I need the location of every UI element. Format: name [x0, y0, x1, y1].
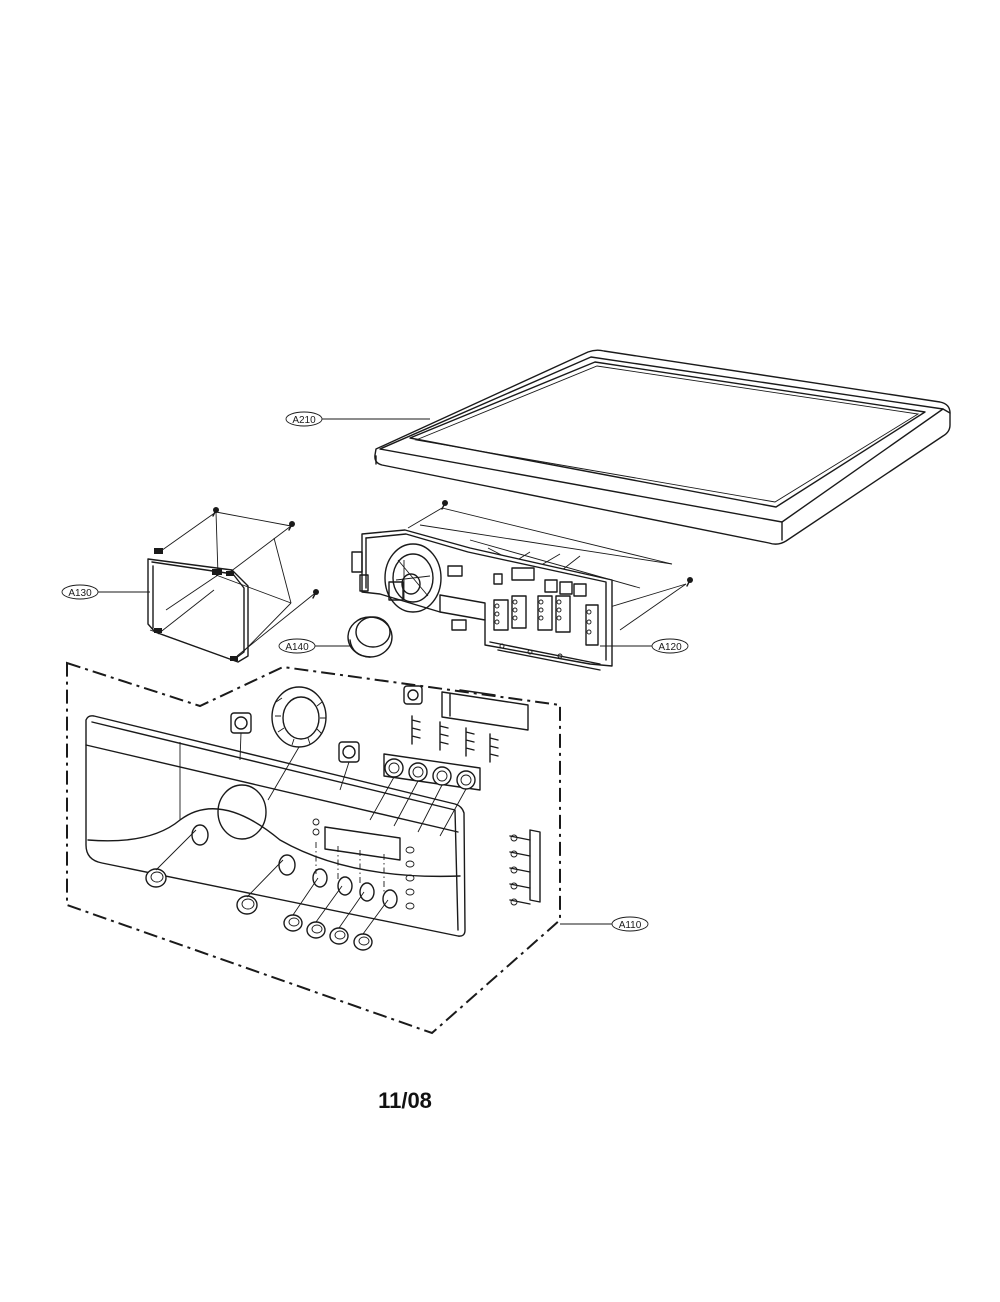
callout-a120: A120: [600, 638, 689, 654]
button-cap-icon: [353, 933, 373, 951]
start-button-icon: [338, 741, 360, 763]
knob-part: [347, 616, 393, 658]
callout-label: A140: [285, 642, 309, 653]
dial-ring-icon: [271, 686, 327, 748]
button-cap-icon: [236, 895, 258, 915]
callout-a210: A210: [285, 411, 430, 427]
light-guide-icon: [411, 715, 499, 763]
callout-a140: A140: [278, 638, 350, 654]
pcb-cover-part: [147, 511, 315, 663]
control-panel-part: [66, 661, 561, 1035]
pcb-assembly-part: [351, 507, 687, 671]
button-cap-icon: [283, 914, 303, 932]
screw-icon: [312, 589, 319, 599]
button-cap-icon: [329, 927, 349, 945]
side-light-guide-icon: [509, 829, 541, 906]
screw-icon: [288, 521, 295, 531]
power-button-icon: [230, 712, 252, 734]
callout-a130: A130: [61, 584, 150, 600]
callout-label: A110: [619, 920, 642, 931]
date-code: 11/08: [378, 1088, 432, 1113]
screw-icon: [686, 577, 693, 587]
button-cap-icon: [306, 921, 326, 939]
callout-label: A120: [658, 642, 682, 653]
callout-label: A130: [68, 588, 92, 599]
option-buttons-icon: [383, 753, 481, 791]
callout-label: A210: [292, 415, 316, 426]
callout-a110: A110: [560, 916, 649, 932]
screw-icon: [212, 507, 219, 517]
button-cap-icon: [145, 868, 167, 888]
top-cover-part: [374, 349, 951, 545]
lock-button-icon: [403, 685, 423, 705]
display-lens-icon: [441, 689, 529, 731]
screw-icon: [441, 500, 448, 510]
